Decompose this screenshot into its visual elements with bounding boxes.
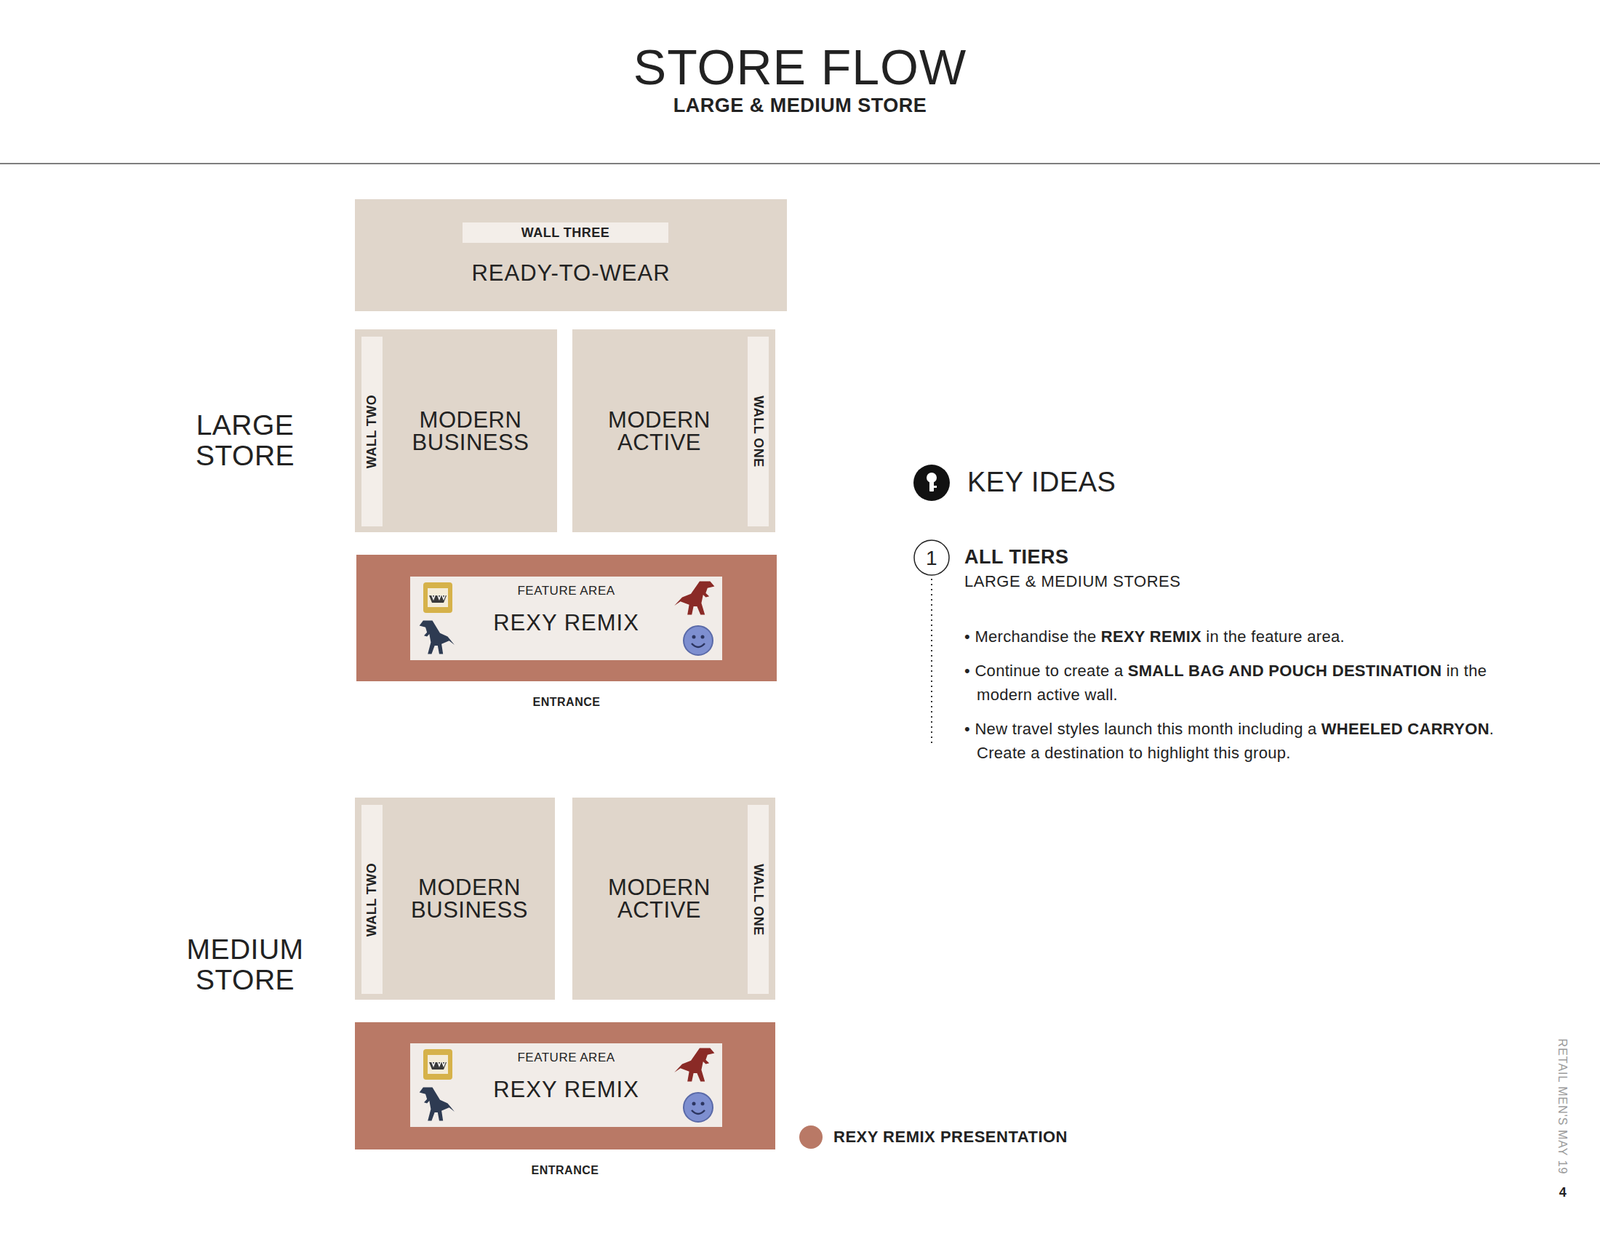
feature-band: FEATURE AREAREXY REMIXENTRANCE	[356, 554, 777, 682]
key-icon	[913, 464, 950, 502]
bullet-text: • Continue to create a	[964, 661, 1124, 680]
emphasis-text: REXY REMIX	[1101, 627, 1202, 646]
bullet-text: • Merchandise the	[964, 627, 1097, 646]
zone-box: WALL ONE MODERN ACTIVE	[572, 329, 776, 533]
feature-panel: FEATURE AREA REXY REMIX	[410, 1043, 723, 1128]
bullet-text: in the feature area.	[1205, 627, 1345, 646]
wall-label-band: WALL THREE	[462, 222, 669, 243]
zone-label: READY-TO-WEAR	[354, 260, 787, 287]
feature-heading: FEATURE AREA	[517, 1050, 615, 1066]
bullet-item: • Merchandise theREXY REMIXin the featur…	[964, 624, 1530, 649]
cat-icon	[423, 1049, 453, 1080]
wall-label: WALL ONE	[750, 864, 766, 936]
dotted-leader	[930, 578, 933, 747]
emphasis-text: WHEELED CARRYON	[1321, 720, 1490, 739]
legend-text: REXY REMIX PRESENTATION	[833, 1128, 1068, 1147]
page-subtitle: LARGE & MEDIUM STORE	[436, 94, 1164, 118]
wall-label: WALL THREE	[521, 225, 611, 241]
feature-band: FEATURE AREAREXY REMIXENTRANCE	[354, 1022, 776, 1150]
wall-strip: WALL ONE	[747, 336, 769, 527]
zone-box: WALL TWO MODERN BUSINESS	[354, 329, 558, 533]
section-heading: KEY IDEAS	[967, 466, 1259, 499]
page-number: 4	[1553, 1185, 1573, 1201]
wall-strip: WALL TWO	[361, 336, 383, 527]
emphasis-text: SMALL BAG AND POUCH DESTINATION	[1128, 661, 1443, 680]
wall-label: WALL ONE	[750, 395, 766, 468]
feature-panel: FEATURE AREA REXY REMIX	[410, 576, 723, 661]
cat-icon	[423, 582, 453, 614]
dino-icon	[674, 1048, 715, 1083]
legend-item: REXY REMIX PRESENTATION	[799, 1125, 1068, 1150]
wall-label: WALL TWO	[364, 862, 380, 937]
smiley-icon	[683, 1093, 713, 1123]
zone-box: WALL ONE MODERN ACTIVE	[572, 797, 776, 1000]
footer-note: RETAIL MEN'S MAY 19	[1555, 1039, 1569, 1176]
header-rule	[0, 162, 1600, 165]
entrance-label: ENTRANCE	[354, 1164, 776, 1178]
tier-subheading: LARGE & MEDIUM STORES	[964, 572, 1401, 591]
dino-icon	[419, 621, 455, 655]
wall-strip: WALL TWO	[361, 805, 383, 995]
zone-label: MODERN BUSINESS	[397, 408, 544, 454]
callout-number: 1	[917, 546, 947, 571]
bullet-item: • New travel styles launch this month in…	[964, 717, 1530, 766]
wall-label: WALL TWO	[364, 394, 380, 470]
legend-swatch	[799, 1125, 823, 1150]
dino-icon	[419, 1088, 455, 1122]
feature-title: REXY REMIX	[493, 1077, 640, 1104]
zone-label: MODERN ACTIVE	[586, 408, 733, 454]
wall-strip: WALL ONE	[747, 805, 769, 995]
bullet-text: • New travel styles launch this month in…	[964, 720, 1318, 739]
store-label: MEDIUM STORE	[176, 934, 315, 996]
store-label: LARGE STORE	[176, 410, 315, 472]
callout-circle	[914, 540, 950, 576]
page-title: STORE FLOW	[436, 42, 1164, 92]
wall-zone: WALL THREE READY-TO-WEAR	[354, 199, 787, 312]
tier-heading: ALL TIERS	[964, 546, 1401, 569]
feature-heading: FEATURE AREA	[517, 584, 615, 599]
smiley-icon	[683, 626, 713, 656]
zone-label: MODERN ACTIVE	[586, 876, 733, 922]
zone-box: WALL TWO MODERN BUSINESS	[354, 797, 555, 1000]
dino-icon	[674, 581, 715, 616]
feature-title: REXY REMIX	[493, 610, 640, 637]
bullet-item: • Continue to create aSMALL BAG AND POUC…	[964, 658, 1530, 707]
zone-label: MODERN BUSINESS	[397, 876, 543, 922]
entrance-label: ENTRANCE	[356, 696, 777, 710]
